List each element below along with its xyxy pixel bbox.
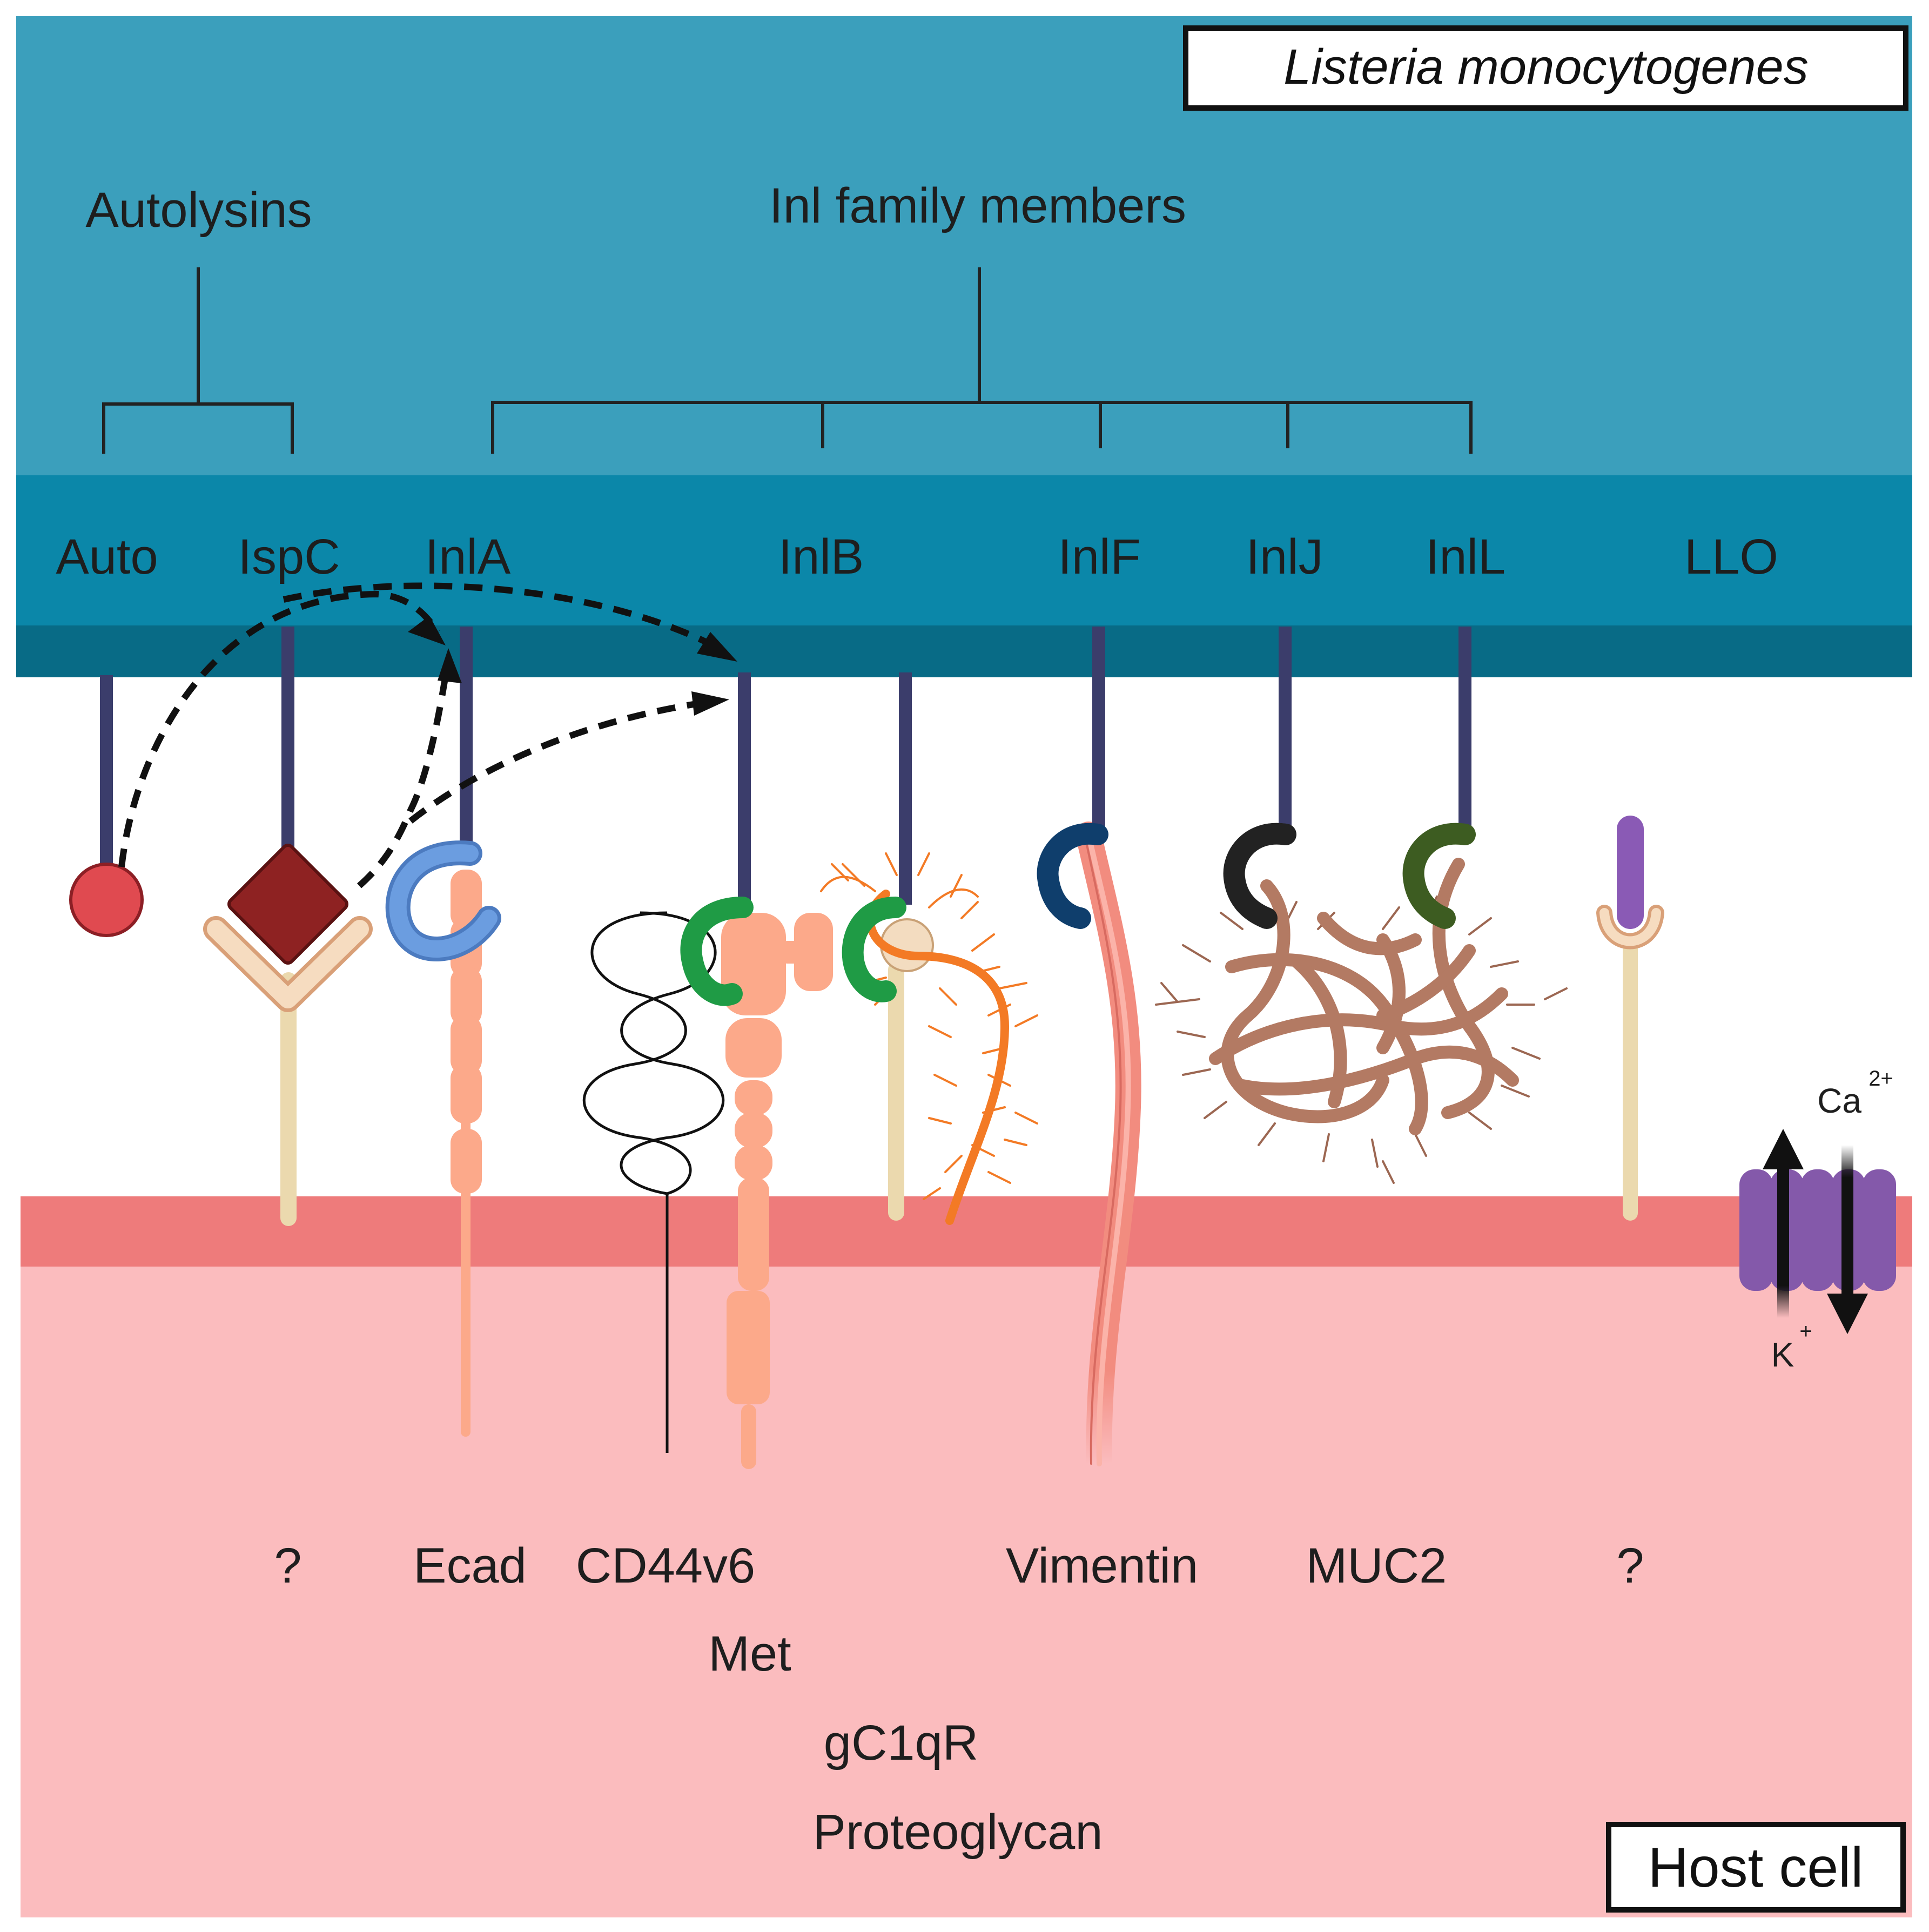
vimentin-filament [1076,822,1141,1477]
potassium-charge: + [1799,1320,1812,1343]
host-region [21,1196,1912,1917]
protein-label-ispc: IspC [238,529,340,584]
llo-toxin [1617,816,1644,929]
receptor-labels: ? Ecad CD44v6 Met gC1qR Proteoglycan Vim… [274,1538,1644,1860]
ispc-receptor [203,916,373,1226]
inlf-ligand-cup [1037,823,1108,929]
gc1qr-proteoglycan-receptor [820,852,1038,1225]
organism-title-box: Listeria monocytogenes [1183,25,1908,111]
protein-label-inla: InlA [425,529,511,584]
autolysins-bracket [102,267,294,454]
potassium-symbol: K [1771,1335,1794,1374]
inla-ligand-highlight [389,844,498,958]
protein-label-inlj: InlJ [1246,529,1323,584]
llo-receptor [1596,905,1664,1221]
protein-label-inll: InlL [1426,529,1505,584]
calcium-charge: 2+ [1868,1067,1893,1090]
inlb-ligand-cup-gc1qr [842,897,906,1002]
potassium-ion-label: K + [1771,1320,1812,1374]
receptor-label-vimentin: Vimentin [1006,1538,1198,1593]
autolysins-label: Autolysins [85,183,312,238]
inlb-ligand-cup-met [680,897,754,1006]
receptor-label-cd44v6: CD44v6 [576,1538,755,1593]
receptor-label-ispc-unknown: ? [274,1538,301,1593]
inll-ligand-cup [1402,823,1476,929]
receptor-label-ecad: Ecad [413,1538,527,1593]
ispc-autolysin-head [227,844,348,965]
protein-label-inlb: InlB [778,529,864,584]
muc2-mucin-network [1155,858,1568,1184]
host-cell-label: Host cell [1648,1836,1864,1899]
autolysin-association-arrows [118,582,737,888]
calcium-ion-label: Ca 2+ [1817,1067,1893,1120]
receptor-label-met: Met [708,1626,791,1681]
calcium-symbol: Ca [1817,1081,1861,1120]
receptor-label-gc1qr: gC1qR [824,1715,978,1771]
protein-label-llo: LLO [1684,529,1778,584]
receptor-label-proteoglycan: Proteoglycan [813,1805,1103,1860]
host-cell-box: Host cell [1606,1822,1906,1913]
inl-family-label: Inl family members [769,178,1186,233]
protein-label-inlf: InlF [1058,529,1140,584]
inlj-ligand-cup [1223,823,1296,929]
inl-family-bracket [491,267,1473,454]
organism-title: Listeria monocytogenes [1283,39,1809,95]
receptor-label-muc2: MUC2 [1306,1538,1447,1593]
bacterial-stalks [100,627,1471,905]
receptor-label-llo-unknown: ? [1616,1538,1644,1593]
auto-autolysin-head [69,863,144,937]
protein-label-auto: Auto [56,529,158,584]
cd44v6-receptor [583,911,724,1453]
met-receptor [721,913,833,1469]
ion-channel [1739,1169,1896,1291]
ion-flux-arrows [1763,1129,1868,1334]
protein-labels: Auto IspC InlA InlB InlF InlJ InlL LLO [56,529,1778,584]
